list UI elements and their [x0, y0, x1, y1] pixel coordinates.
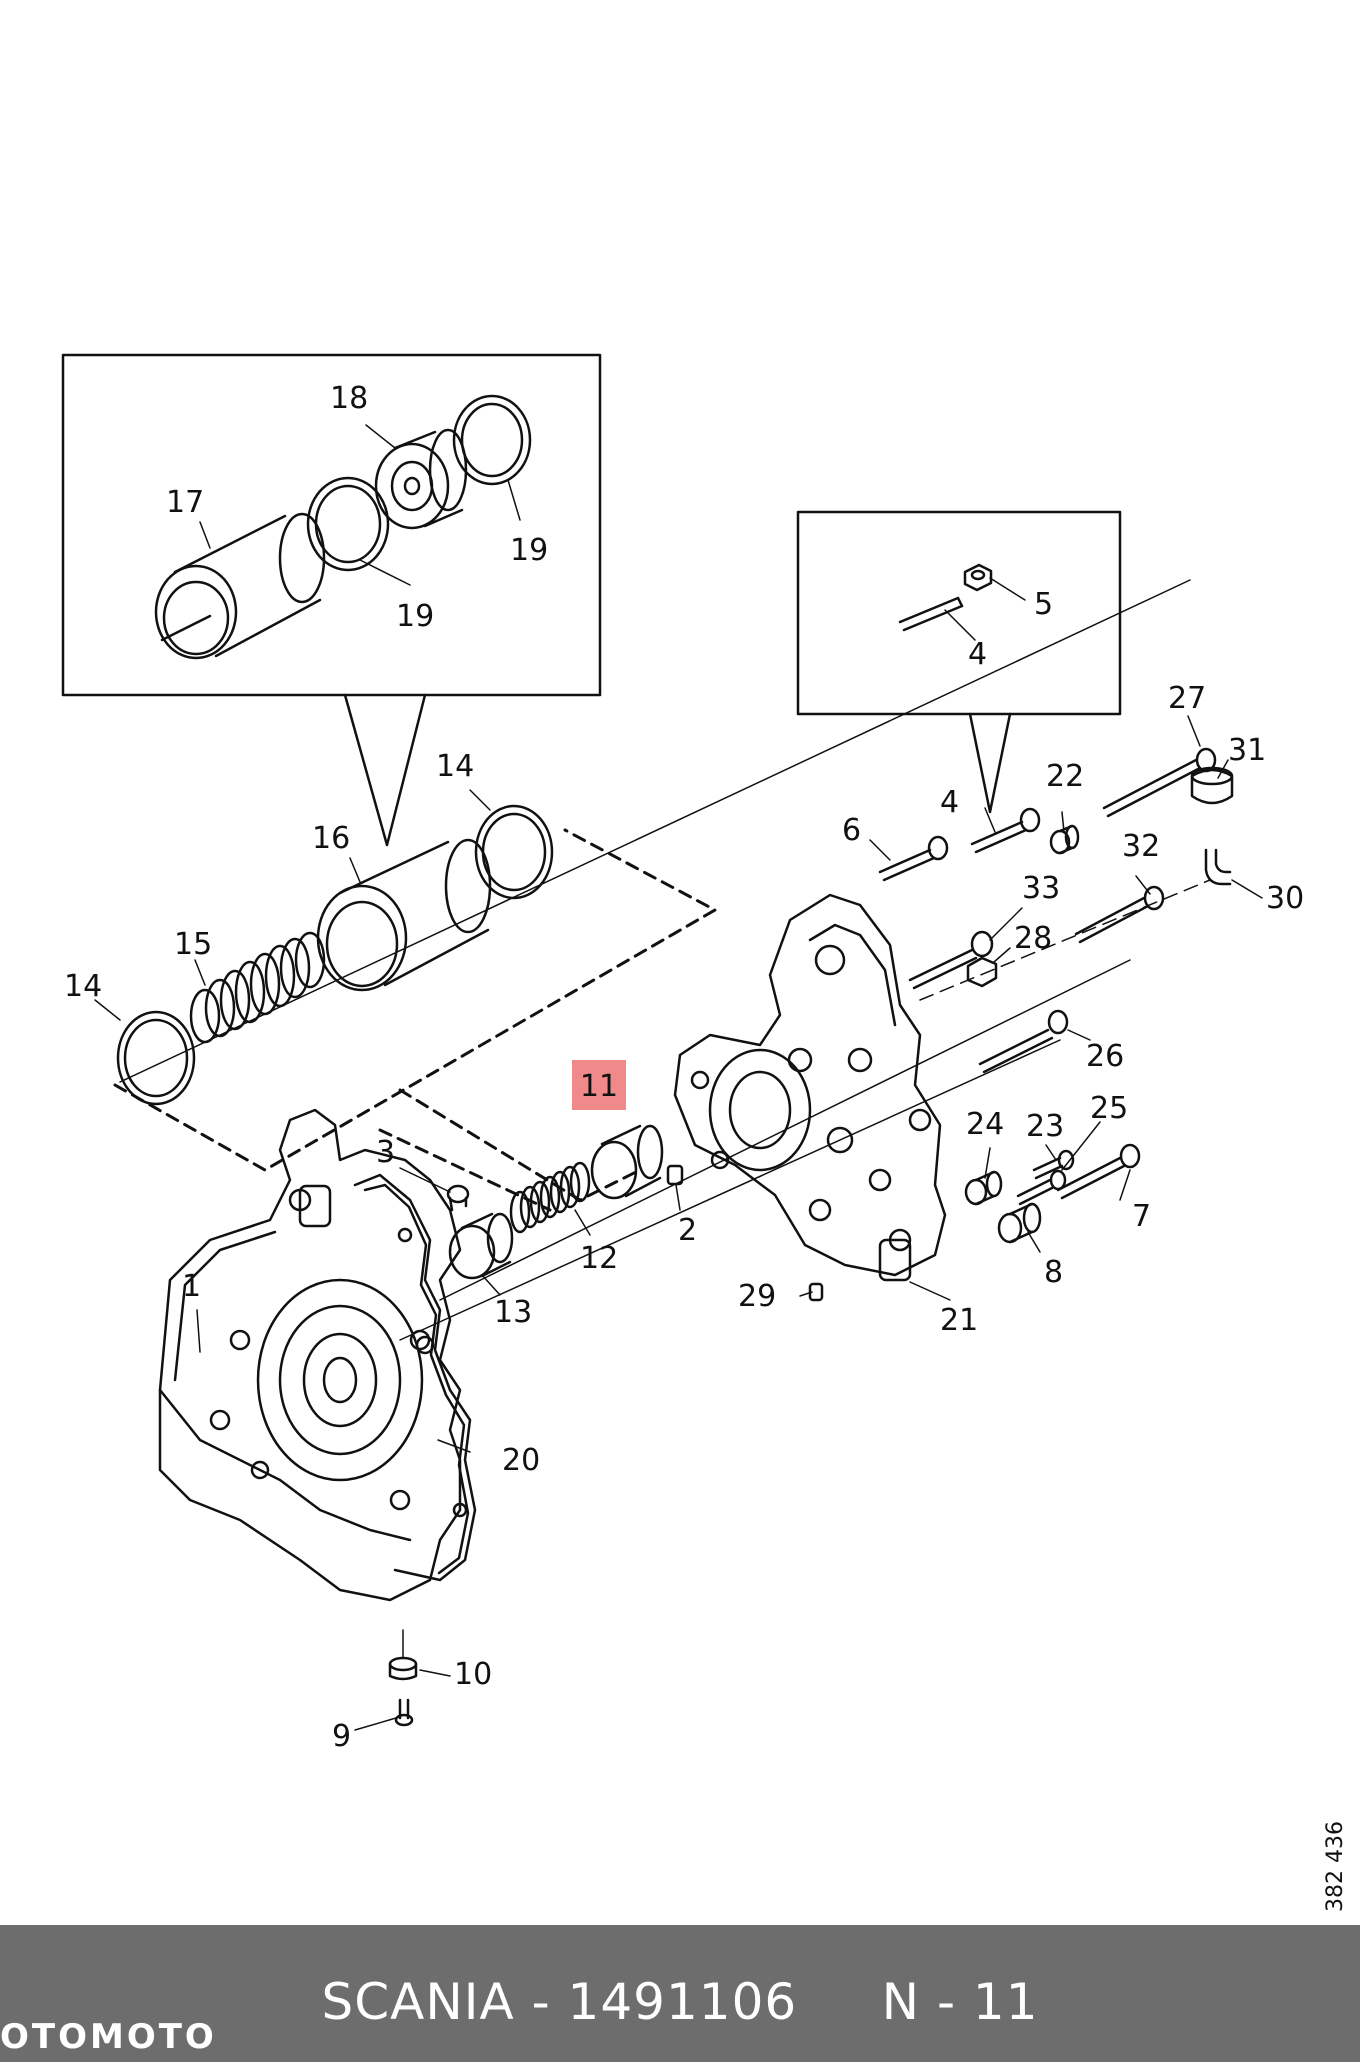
label-8: 8	[1044, 1255, 1063, 1290]
part-28-plug	[966, 956, 998, 988]
label-29: 29	[738, 1279, 776, 1314]
label-18: 18	[330, 381, 368, 416]
part-17-sleeve	[154, 512, 326, 660]
label-20: 20	[502, 1443, 540, 1478]
part-1-transmission-housing	[158, 1108, 462, 1602]
part-24-sleeve	[964, 1170, 1003, 1206]
label-3: 3	[376, 1135, 395, 1170]
exploded-parts-diagram: 11 1 2 3 4 4 5 6 7 8 9 10 12 13 14 14 15…	[61, 353, 1348, 1912]
caption-footer: SCANIA - 1491106 N - 11 OTOMOTO	[0, 1925, 1360, 2062]
part-7-bolt	[1056, 1143, 1141, 1200]
part-19-ring-a	[306, 476, 390, 572]
leader-lines	[94, 424, 1263, 1731]
part-26-bolt	[978, 1009, 1069, 1074]
part-6-bolt	[878, 835, 949, 882]
label-12: 12	[580, 1241, 618, 1276]
part-8-sleeve	[997, 1202, 1042, 1244]
label-24: 24	[966, 1107, 1004, 1142]
label-1: 1	[182, 1269, 201, 1304]
label-5: 5	[1034, 587, 1053, 622]
label-19-left: 19	[396, 599, 434, 634]
part-10-seal	[388, 1656, 418, 1681]
inset-detail-box-left	[61, 353, 602, 847]
label-27: 27	[1168, 681, 1206, 716]
part-3-plug-screw	[446, 1184, 470, 1212]
part-31-cap	[1190, 766, 1234, 805]
label-4: 4	[940, 785, 959, 820]
part-13-piston	[448, 1212, 514, 1280]
label-4-inset: 4	[968, 637, 987, 672]
label-21: 21	[940, 1303, 978, 1338]
part-30-elbow	[1204, 848, 1232, 886]
part-label-11-highlighted: 11	[580, 1069, 618, 1104]
part-32-bolt	[1074, 885, 1165, 944]
highlight-box-11	[572, 1060, 626, 1110]
label-9: 9	[332, 1719, 351, 1754]
part-12-spring	[509, 1161, 591, 1234]
part-11-piston	[590, 1124, 664, 1200]
label-14-right: 14	[436, 749, 474, 784]
watermark-logo: OTOMOTO	[0, 2017, 217, 2057]
part-19-ring-b	[452, 394, 532, 486]
label-6: 6	[842, 813, 861, 848]
label-15: 15	[174, 927, 212, 962]
part-18-piston	[374, 428, 468, 530]
label-2: 2	[678, 1213, 697, 1248]
part-16-sleeve	[316, 838, 492, 992]
part-20-gasket	[353, 1173, 477, 1582]
drawing-number: 382 436	[1323, 1821, 1348, 1912]
part-15-spring	[189, 931, 326, 1044]
part-14-ring-left	[116, 1010, 196, 1106]
label-30: 30	[1266, 881, 1304, 916]
part-caption: SCANIA - 1491106 N - 11	[321, 1973, 1039, 2031]
label-19-right: 19	[510, 533, 548, 568]
label-32: 32	[1122, 829, 1160, 864]
label-10: 10	[454, 1657, 492, 1692]
part-5-nut	[963, 563, 993, 592]
label-7: 7	[1132, 1199, 1151, 1234]
label-16: 16	[312, 821, 350, 856]
label-14-left: 14	[64, 969, 102, 1004]
label-28: 28	[1014, 921, 1052, 956]
label-26: 26	[1086, 1039, 1124, 1074]
part-22-bushing	[1049, 824, 1080, 855]
part-21-valve-body	[673, 893, 947, 1282]
label-33: 33	[1022, 871, 1060, 906]
part-2-dowel	[666, 1164, 684, 1186]
dashed-assembly-outline	[113, 828, 717, 1212]
part-labels: 1 2 3 4 4 5 6 7 8 9 10 12 13 14 14 15 16…	[64, 381, 1304, 1754]
part-4-stud	[970, 807, 1041, 854]
part-33-bolt	[908, 930, 994, 990]
label-17: 17	[166, 485, 204, 520]
label-22: 22	[1046, 759, 1084, 794]
label-23: 23	[1026, 1109, 1064, 1144]
label-31: 31	[1228, 733, 1266, 768]
part-14-ring-right	[474, 804, 554, 900]
label-13: 13	[494, 1295, 532, 1330]
part-9-screw	[394, 1629, 414, 1727]
part-4-stud-inset	[898, 596, 964, 632]
label-25: 25	[1090, 1091, 1128, 1126]
